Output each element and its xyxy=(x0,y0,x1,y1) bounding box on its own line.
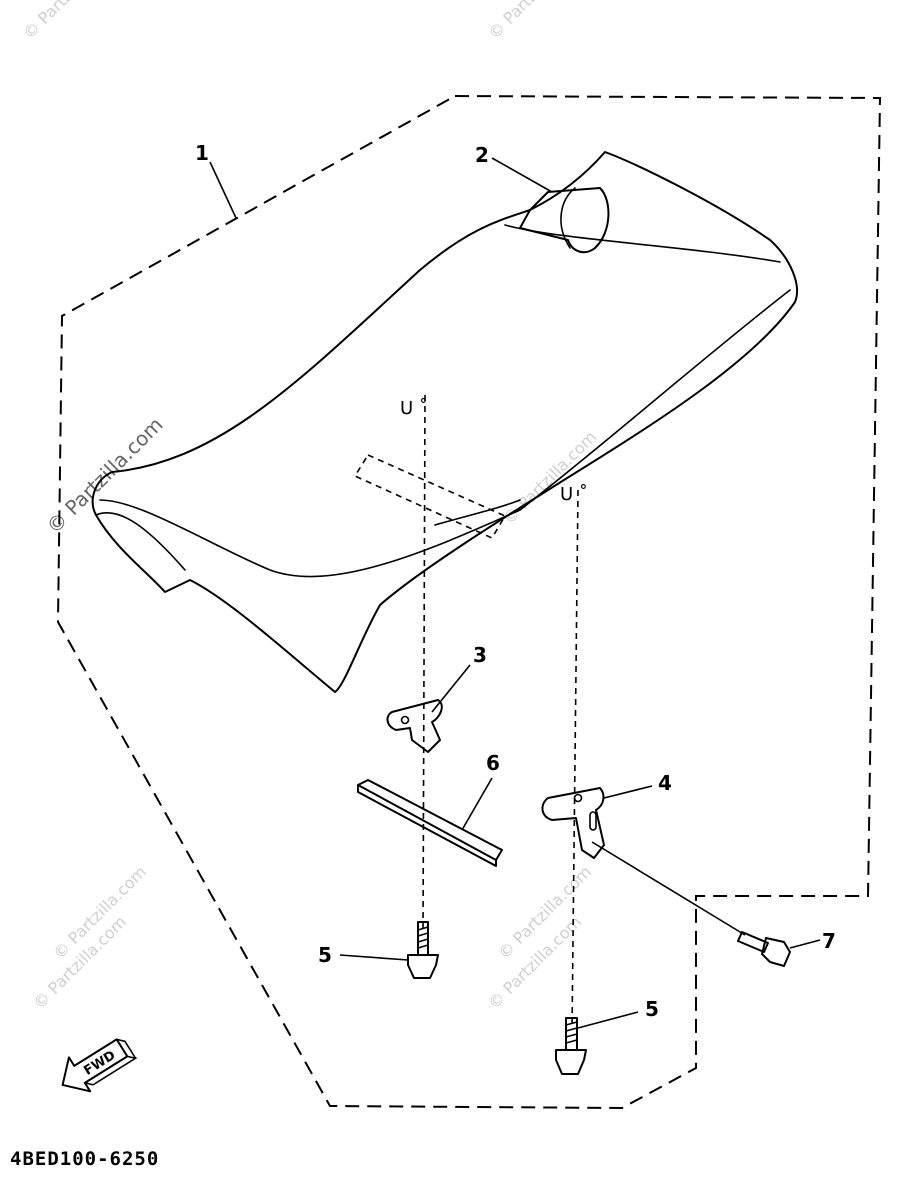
seat-assembly: U ˚ U ˚ xyxy=(91,151,798,693)
bolt-left-head xyxy=(407,954,439,979)
seat-inner-edge xyxy=(434,499,521,526)
hidden-bracket-outline xyxy=(353,453,507,540)
rubber-strip xyxy=(357,779,503,867)
callout-5-left: 5 xyxy=(318,943,332,967)
leader-2 xyxy=(491,157,553,193)
rear-bracket-slot xyxy=(589,811,597,831)
bolt-left xyxy=(407,921,439,979)
bolt-right-head xyxy=(555,1049,587,1075)
strap-body xyxy=(519,187,610,254)
hidden-hook-right: U ˚ xyxy=(560,484,588,505)
seat-outline xyxy=(91,151,798,693)
seat-strap xyxy=(519,187,610,254)
leader-5b xyxy=(577,1011,639,1029)
leader-4 xyxy=(603,785,653,799)
assembly-boundary xyxy=(56,94,882,1110)
watermark-top-center: © Partzilla.com xyxy=(484,0,585,43)
leader-3 xyxy=(431,664,471,713)
axis-line-left xyxy=(422,394,426,936)
rear-bracket-body xyxy=(541,787,605,859)
leader-5a xyxy=(339,954,409,961)
leader-6 xyxy=(461,777,493,831)
callout-6: 6 xyxy=(486,751,500,775)
front-bracket-hole xyxy=(400,715,410,725)
leader-7 xyxy=(789,939,821,949)
bolt-left-thread xyxy=(417,926,429,949)
rear-bracket-hole xyxy=(573,793,583,803)
forward-arrow-icon: FWD xyxy=(61,1038,138,1093)
callout-1: 1 xyxy=(195,141,209,165)
seat-front-lip xyxy=(95,512,186,571)
axis-line-right xyxy=(571,489,579,1031)
seat-top-crease xyxy=(504,224,781,263)
front-bracket xyxy=(386,699,443,753)
diagram-reference-code: 4BED100-6250 xyxy=(10,1148,160,1170)
hidden-hook-left: U ˚ xyxy=(400,398,428,419)
watermarks: © Partzilla.com © Partzilla.com © Partzi… xyxy=(19,0,600,1013)
bolt-horizontal-shank xyxy=(737,931,769,953)
leader-1 xyxy=(209,161,237,219)
front-bracket-body xyxy=(386,699,443,753)
bolt-right-thread xyxy=(565,1021,578,1044)
seat-side-line xyxy=(519,289,791,511)
callout-7: 7 xyxy=(822,929,836,953)
callout-numbers: 1 2 3 4 5 5 6 7 xyxy=(195,141,836,1021)
axis-line-bolt7 xyxy=(591,841,746,936)
callout-3: 3 xyxy=(473,643,487,667)
strap-loop-line xyxy=(560,187,576,249)
rear-bracket xyxy=(541,787,605,859)
leader-lines xyxy=(209,157,821,1029)
bolt-right xyxy=(555,1017,587,1075)
bolt-horizontal xyxy=(737,931,791,967)
watermark-top-left: © Partzilla.com xyxy=(19,0,120,43)
callout-2: 2 xyxy=(475,143,489,167)
bolt-horizontal-head xyxy=(761,937,791,967)
callout-5-right: 5 xyxy=(645,997,659,1021)
callout-4: 4 xyxy=(658,771,672,795)
seat-side-crease xyxy=(99,499,521,578)
